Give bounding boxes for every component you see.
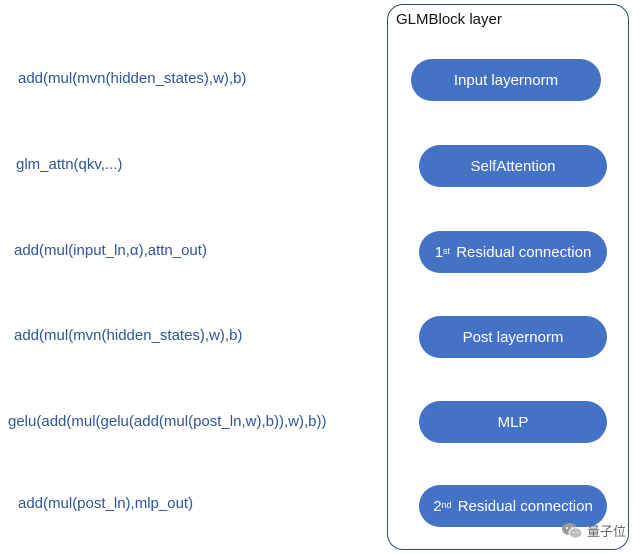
formula-input-layernorm: add(mul(mvn(hidden_states),w),b) (18, 70, 247, 87)
step-label: Post layernorm (462, 328, 564, 346)
step-ordinal-suffix: nd (441, 500, 452, 510)
step-self-attention: SelfAttention (419, 145, 607, 187)
formula-self-attention: glm_attn(qkv,...) (16, 156, 123, 173)
step-label: Input layernorm (453, 71, 559, 89)
watermark-text: 量子位 (586, 525, 626, 540)
step-label: Residual connection (453, 497, 593, 515)
step-label: Residual connection (452, 243, 592, 261)
glmblock-title: GLMBlock layer (396, 11, 502, 28)
step-input-layernorm: Input layernorm (411, 59, 601, 101)
wechat-icon (561, 522, 583, 539)
step-post-layernorm: Post layernorm (419, 316, 607, 358)
step-ordinal: 1 (434, 243, 444, 261)
formula-first-residual: add(mul(input_ln,α),attn_out) (14, 242, 207, 259)
formula-second-residual: add(mul(post_ln),mlp_out) (18, 495, 194, 512)
watermark: 量子位 (561, 521, 626, 540)
formula-post-layernorm: add(mul(mvn(hidden_states),w),b) (14, 327, 243, 344)
step-label: SelfAttention (470, 157, 556, 175)
formula-mlp: gelu(add(mul(gelu(add(mul(post_ln,w),b))… (8, 413, 327, 430)
step-ordinal-suffix: st (443, 246, 451, 256)
step-label: MLP (497, 413, 529, 431)
step-ordinal: 2 (433, 497, 442, 515)
step-mlp: MLP (419, 401, 607, 443)
glmblock-layer-container: GLMBlock layer Input layernorm SelfAtten… (387, 4, 629, 550)
